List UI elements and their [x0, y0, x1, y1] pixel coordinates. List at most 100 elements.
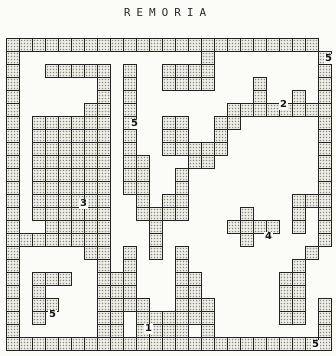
terrain-cell — [123, 337, 137, 351]
terrain-cell — [71, 168, 85, 182]
terrain-cell — [97, 168, 111, 182]
terrain-cell — [32, 142, 46, 156]
terrain-cell — [149, 207, 163, 221]
terrain-cell — [19, 38, 33, 52]
terrain-cell — [240, 207, 254, 221]
terrain-cell — [292, 90, 306, 104]
terrain-cell — [240, 38, 254, 52]
terrain-cell — [19, 233, 33, 247]
terrain-cell — [175, 64, 189, 78]
terrain-cell — [318, 64, 332, 78]
terrain-cell — [123, 155, 137, 169]
terrain-cell — [6, 64, 20, 78]
terrain-cell — [175, 285, 189, 299]
terrain-cell — [318, 233, 332, 247]
terrain-cell — [266, 38, 280, 52]
terrain-cell — [253, 38, 267, 52]
terrain-cell — [266, 103, 280, 117]
terrain-cell — [227, 220, 241, 234]
terrain-cell — [6, 207, 20, 221]
terrain-cell — [136, 207, 150, 221]
terrain-cell — [97, 155, 111, 169]
terrain-cell — [97, 103, 111, 117]
terrain-cell — [227, 38, 241, 52]
terrain-cell — [32, 285, 46, 299]
terrain-cell — [84, 168, 98, 182]
terrain-cell — [123, 129, 137, 143]
terrain-cell — [84, 233, 98, 247]
terrain-cell — [318, 298, 332, 312]
terrain-cell — [136, 155, 150, 169]
terrain-cell — [45, 272, 59, 286]
terrain-cell — [58, 129, 72, 143]
terrain-cell — [71, 38, 85, 52]
map-title: REMORIA — [0, 6, 336, 19]
terrain-cell — [240, 103, 254, 117]
terrain-cell — [45, 337, 59, 351]
terrain-cell — [123, 259, 137, 273]
terrain-cell — [149, 220, 163, 234]
terrain-cell — [123, 272, 137, 286]
terrain-cell — [292, 298, 306, 312]
terrain-cell — [175, 181, 189, 195]
terrain-cell — [136, 337, 150, 351]
terrain-cell — [201, 51, 215, 65]
terrain-cell — [110, 324, 124, 338]
terrain-cell — [6, 298, 20, 312]
terrain-cell — [292, 259, 306, 273]
terrain-cell — [318, 311, 332, 325]
label-5-mid: 5 — [130, 119, 139, 129]
terrain-cell — [201, 324, 215, 338]
terrain-cell — [292, 272, 306, 286]
terrain-cell — [123, 64, 137, 78]
terrain-cell — [292, 220, 306, 234]
terrain-cell — [6, 324, 20, 338]
terrain-cell — [175, 129, 189, 143]
terrain-cell — [6, 155, 20, 169]
terrain-cell — [162, 142, 176, 156]
terrain-cell — [149, 246, 163, 260]
terrain-cell — [58, 116, 72, 130]
terrain-cell — [97, 311, 111, 325]
terrain-cell — [253, 103, 267, 117]
terrain-cell — [71, 181, 85, 195]
terrain-cell — [123, 298, 137, 312]
terrain-cell — [58, 181, 72, 195]
terrain-cell — [318, 116, 332, 130]
terrain-cell — [97, 129, 111, 143]
terrain-cell — [162, 337, 176, 351]
terrain-cell — [45, 194, 59, 208]
terrain-cell — [19, 337, 33, 351]
terrain-cell — [201, 77, 215, 91]
terrain-cell — [123, 90, 137, 104]
terrain-cell — [84, 116, 98, 130]
terrain-cell — [318, 194, 332, 208]
terrain-cell — [97, 77, 111, 91]
terrain-cell — [45, 220, 59, 234]
terrain-cell — [58, 155, 72, 169]
terrain-cell — [253, 337, 267, 351]
terrain-cell — [97, 220, 111, 234]
terrain-cell — [318, 168, 332, 182]
terrain-cell — [6, 272, 20, 286]
terrain-cell — [123, 38, 137, 52]
terrain-cell — [71, 64, 85, 78]
terrain-cell — [45, 168, 59, 182]
terrain-cell — [97, 272, 111, 286]
terrain-cell — [253, 77, 267, 91]
terrain-cell — [214, 116, 228, 130]
terrain-cell — [123, 285, 137, 299]
terrain-cell — [84, 38, 98, 52]
terrain-cell — [6, 103, 20, 117]
terrain-cell — [97, 259, 111, 273]
terrain-cell — [240, 233, 254, 247]
terrain-cell — [162, 38, 176, 52]
terrain-cell — [318, 207, 332, 221]
terrain-cell — [292, 285, 306, 299]
terrain-cell — [162, 129, 176, 143]
terrain-cell — [188, 38, 202, 52]
terrain-cell — [58, 38, 72, 52]
terrain-cell — [58, 64, 72, 78]
terrain-cell — [318, 90, 332, 104]
terrain-cell — [123, 77, 137, 91]
